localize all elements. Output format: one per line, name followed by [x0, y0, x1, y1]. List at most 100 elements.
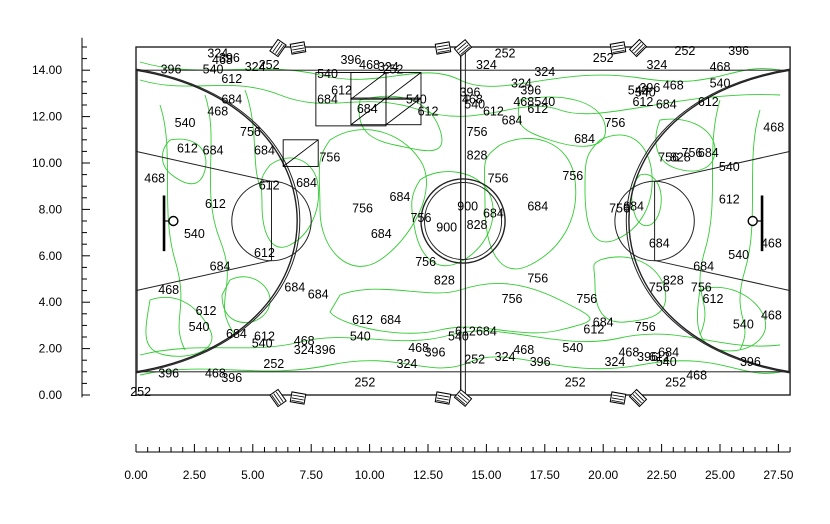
contour-label: 684 [698, 146, 719, 160]
contour-label: 684 [656, 97, 677, 111]
contour-label: 756 [635, 320, 656, 334]
y-tick-label: 10.00 [32, 156, 62, 170]
contour-label: 324 [495, 350, 516, 364]
contour-label: 540 [350, 329, 371, 343]
contour-label: 612 [703, 292, 724, 306]
iso-line-3 [139, 330, 781, 356]
contour-label: 684 [623, 199, 644, 213]
iso-line-8 [699, 99, 721, 336]
contour-label: 396 [221, 371, 242, 385]
light-fixture-icon [609, 391, 627, 405]
contour-label: 756 [649, 281, 670, 295]
contour-label: 684 [483, 206, 504, 220]
y-tick-label: 0.00 [39, 388, 63, 402]
iso-line-20 [696, 286, 767, 352]
contour-label: 540 [635, 86, 656, 100]
contour-label: 324 [397, 357, 418, 371]
contour-label: 540 [562, 341, 583, 355]
contour-label: 828 [663, 274, 684, 288]
iso-line-14 [593, 256, 667, 323]
contour-label: 396 [530, 355, 551, 369]
contour-label: 468 [513, 343, 534, 357]
contour-label: 252 [259, 58, 280, 72]
contour-label: 324 [646, 58, 667, 72]
iso-line-2 [139, 356, 781, 376]
contour-label: 252 [495, 46, 516, 60]
light-fixture-icon [434, 41, 452, 55]
contour-label: 252 [383, 62, 404, 76]
contour-label: 468 [408, 341, 429, 355]
grid-diag-2 [350, 97, 387, 126]
iso-line-16 [329, 283, 591, 334]
x-tick-label: 22.50 [647, 468, 677, 482]
x-tick-label: 12.50 [413, 468, 443, 482]
contour-label: 756 [609, 202, 630, 216]
contour-label: 252 [593, 51, 614, 65]
contour-label: 756 [319, 151, 340, 165]
contour-label: 540 [728, 248, 749, 262]
contour-label: 540 [464, 97, 485, 111]
contour-label: 324 [476, 58, 497, 72]
contour-label: 756 [682, 146, 703, 160]
contour-label: 396 [315, 343, 336, 357]
contour-label: 684 [296, 176, 317, 190]
contour-label: 612 [177, 141, 198, 155]
iso-line-4 [159, 104, 186, 351]
contour-label: 252 [565, 376, 586, 390]
iso-line-9 [318, 129, 427, 267]
x-tick-label: 5.00 [241, 468, 265, 482]
y-tick-label: 6.00 [39, 249, 63, 263]
contour-label: 684 [476, 325, 497, 339]
contour-label: 756 [411, 211, 432, 225]
contour-label: 396 [161, 62, 182, 76]
contour-label: 396 [340, 53, 361, 67]
contour-label: 828 [434, 274, 455, 288]
contour-label: 468 [761, 236, 782, 250]
contour-label: 252 [464, 352, 485, 366]
contour-label: 540 [189, 320, 210, 334]
contour-label: 540 [448, 329, 469, 343]
contour-label: 468 [294, 334, 315, 348]
light-fixtures [269, 38, 648, 408]
light-fixture-icon [434, 391, 452, 405]
contour-label: 756 [488, 172, 509, 186]
contour-label: 756 [240, 125, 261, 139]
grid-diag-0 [350, 72, 387, 100]
contour-label: 324 [294, 343, 315, 357]
contour-label: 540 [184, 227, 205, 241]
contour-label: 324 [511, 76, 532, 90]
contour-label: 756 [415, 255, 436, 269]
contour-label: 612 [527, 102, 548, 116]
contour-label: 612 [632, 95, 653, 109]
contour-label: 468 [763, 120, 784, 134]
contour-label: 612 [254, 246, 275, 260]
iso-line-19 [145, 296, 213, 357]
contour-label: 468 [212, 53, 233, 67]
rim-left [168, 215, 179, 227]
grid-diag-4 [282, 139, 319, 167]
contour-label: 468 [205, 366, 226, 380]
light-fixture-icon [628, 38, 648, 58]
contour-label: 468 [618, 346, 639, 360]
contour-label: 684 [693, 260, 714, 274]
x-tick-label: 20.00 [588, 468, 618, 482]
light-fixture-icon [628, 388, 648, 408]
contour-label: 684 [254, 144, 275, 158]
contour-label: 612 [331, 83, 352, 97]
x-tick-label: 25.00 [705, 468, 735, 482]
contour-label: 468 [513, 95, 534, 109]
contour-label: 612 [254, 329, 275, 343]
light-fixture-icon [609, 41, 627, 55]
contour-label: 468 [359, 58, 380, 72]
x-tick-label: 17.50 [530, 468, 560, 482]
grid-diag-3 [385, 97, 422, 126]
contour-label: 612 [418, 104, 439, 118]
contour-label: 252 [130, 385, 151, 399]
three-point-arc-right-2 [625, 68, 791, 374]
contour-label: 684 [502, 114, 523, 128]
light-fixture-icon [453, 38, 473, 58]
light-fixture-icon [453, 388, 473, 408]
contour-label: 324 [207, 46, 228, 60]
contour-label: 540 [628, 83, 649, 97]
